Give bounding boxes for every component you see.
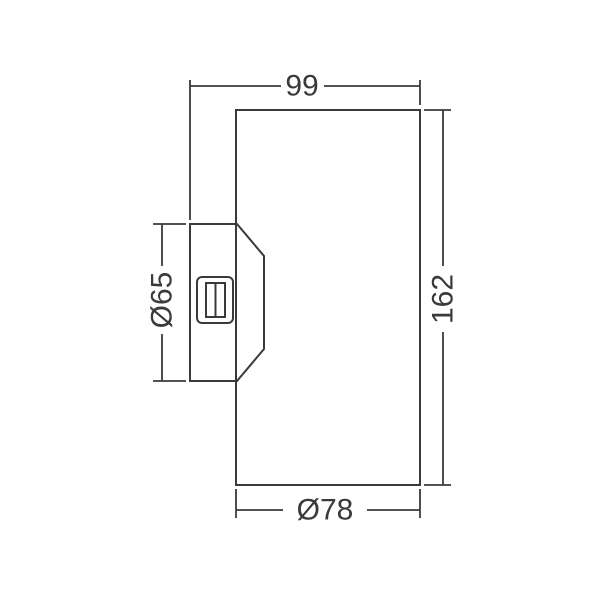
dimension-bottom-group [235, 489, 421, 518]
dimension-right-group [424, 109, 451, 486]
mounting-bracket-outline [189, 223, 265, 382]
dimension-top-group [189, 80, 421, 220]
dimension-left-group [153, 223, 186, 382]
fixture-outline-group [189, 109, 421, 486]
lamp-body-outline [235, 109, 421, 486]
dimension-label-depth: 99 [285, 70, 318, 103]
dimension-label-bracket-height: Ø65 [146, 272, 179, 329]
dimension-label-height: 162 [427, 274, 460, 324]
junction-box-outline [196, 276, 234, 324]
dimension-label-body-width: Ø78 [297, 494, 354, 527]
